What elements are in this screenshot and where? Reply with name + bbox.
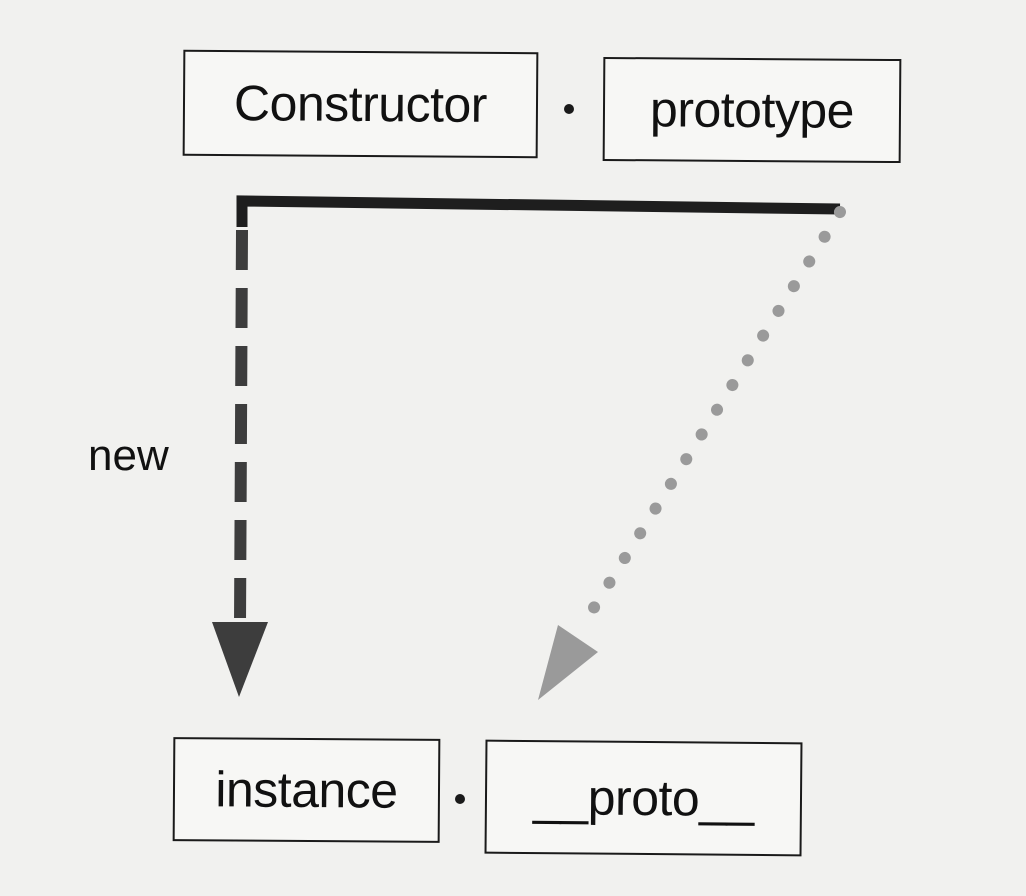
property-access-dot — [455, 794, 465, 804]
property-access-dot — [564, 104, 574, 114]
proto-arrow-head — [538, 625, 598, 700]
new-arrow-head — [212, 622, 268, 697]
prototype-bracket-line — [236, 195, 841, 227]
proto-label: __proto__ — [532, 769, 755, 827]
constructor-label: Constructor — [233, 75, 488, 133]
instance-label: instance — [215, 761, 398, 819]
prototype-label: prototype — [649, 81, 855, 139]
prototype-box: prototype — [602, 56, 902, 164]
instance-box: instance — [172, 737, 441, 843]
proto-arrow-line — [579, 206, 846, 628]
constructor-box: Constructor — [182, 49, 539, 159]
new-label: new — [88, 431, 169, 480]
new-arrow-line — [234, 229, 248, 626]
proto-box: __proto__ — [484, 739, 803, 857]
